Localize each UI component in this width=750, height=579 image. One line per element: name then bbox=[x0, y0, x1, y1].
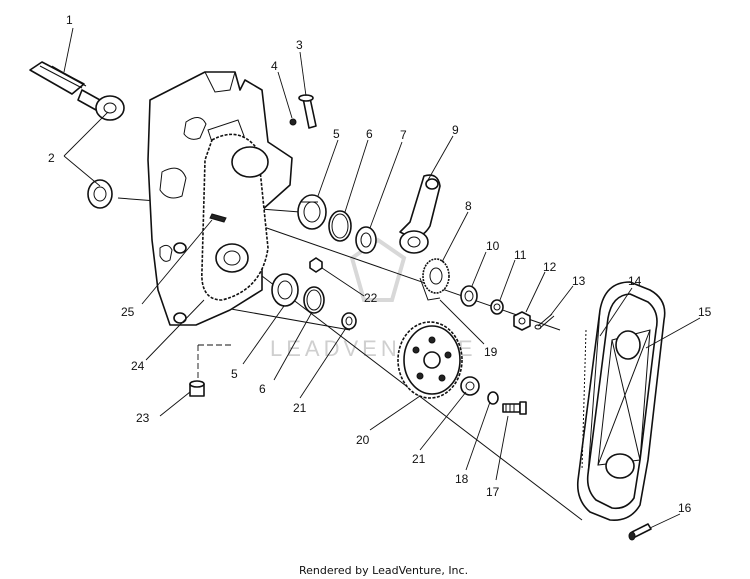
part-6-snap-ring-upper bbox=[328, 210, 352, 242]
part-16-bolt bbox=[628, 523, 652, 541]
part-5-bearing-lower bbox=[271, 273, 299, 307]
callout-3: 3 bbox=[296, 38, 303, 52]
callout-5-lower: 5 bbox=[231, 367, 238, 381]
callout-6-lower: 6 bbox=[259, 382, 266, 396]
callout-15: 15 bbox=[698, 305, 712, 319]
callout-24: 24 bbox=[131, 359, 145, 373]
callout-2: 2 bbox=[48, 151, 55, 165]
chaincase-housing bbox=[147, 71, 293, 326]
callout-10: 10 bbox=[486, 239, 500, 253]
callout-18: 18 bbox=[455, 472, 469, 486]
part-21-washer-lower bbox=[460, 376, 480, 396]
part-23-bolt bbox=[189, 380, 205, 397]
callout-9: 9 bbox=[452, 123, 459, 137]
leader-lines bbox=[63, 27, 701, 529]
part-8-sprocket bbox=[419, 258, 450, 301]
callout-5-upper: 5 bbox=[333, 127, 340, 141]
callout-19: 19 bbox=[484, 345, 498, 359]
callout-13: 13 bbox=[572, 274, 586, 288]
part-9-tensioner-arm bbox=[399, 174, 441, 254]
callout-8: 8 bbox=[465, 199, 472, 213]
footer-credit: Rendered by LeadVenture, Inc. bbox=[299, 564, 468, 577]
callout-6-upper: 6 bbox=[366, 127, 373, 141]
callout-20: 20 bbox=[356, 433, 370, 447]
callout-23: 23 bbox=[136, 411, 150, 425]
part-18-washer bbox=[487, 391, 499, 405]
part-4-washer bbox=[289, 118, 297, 126]
callout-1: 1 bbox=[66, 13, 73, 27]
part-10-washer bbox=[460, 285, 478, 307]
callout-21-lower: 21 bbox=[412, 452, 426, 466]
part-7-seal bbox=[355, 226, 377, 254]
part-11-washer bbox=[490, 299, 504, 315]
callout-12: 12 bbox=[543, 260, 557, 274]
callout-21-upper: 21 bbox=[293, 401, 307, 415]
callout-16: 16 bbox=[678, 501, 692, 515]
part-22-nut bbox=[309, 257, 323, 273]
part-3-bolt bbox=[298, 94, 317, 129]
part-13-cotter-pin bbox=[534, 313, 555, 330]
callout-7: 7 bbox=[400, 128, 407, 142]
part-20-large-sprocket bbox=[397, 321, 463, 399]
part-12-nut bbox=[513, 311, 531, 331]
part-1-shaft bbox=[29, 61, 125, 121]
part-21-washer-upper bbox=[341, 312, 357, 330]
callout-4: 4 bbox=[271, 59, 278, 73]
callout-25: 25 bbox=[121, 305, 135, 319]
part-5-bearing-upper bbox=[297, 194, 327, 230]
callouts: 1 2 3 4 5 5 6 6 7 9 8 10 11 12 13 14 15 … bbox=[48, 13, 712, 515]
callout-14: 14 bbox=[628, 274, 642, 288]
part-2-seal bbox=[87, 179, 113, 209]
callout-17: 17 bbox=[486, 485, 500, 499]
part-6-snap-ring-lower bbox=[303, 286, 325, 314]
part-17-bolt bbox=[502, 401, 527, 415]
callout-22: 22 bbox=[364, 291, 378, 305]
part-14-15-chaincase-cover bbox=[576, 281, 666, 522]
callout-11: 11 bbox=[514, 248, 527, 262]
